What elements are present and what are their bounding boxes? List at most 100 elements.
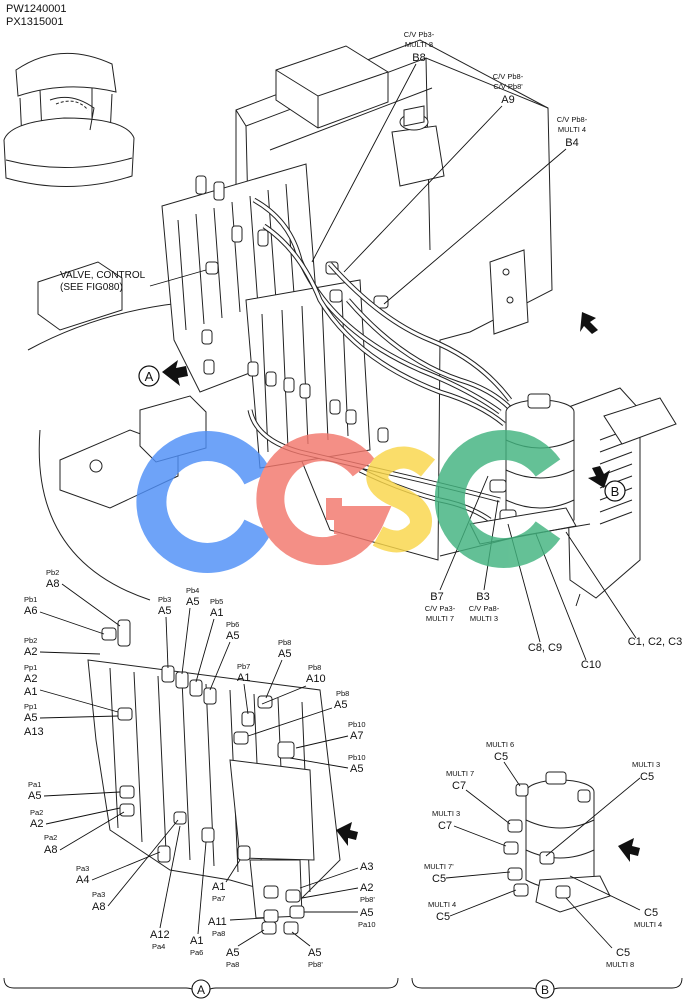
view-a-top-9-port: Pb10 xyxy=(348,720,366,729)
callout-c10: C10 xyxy=(581,659,601,671)
view-a-label-6-port: Pp1 xyxy=(24,702,37,711)
view-a-bottom-1-code: A12 xyxy=(150,929,170,941)
valve-control-label: VALVE, CONTROL xyxy=(60,270,146,281)
view-b-label-2-code: C7 xyxy=(452,780,466,792)
view-b-label-6-code: C5 xyxy=(640,771,654,783)
view-a-section-label: A xyxy=(197,983,205,997)
view-a-detail: Pb2 A8 Pb1 A6 Pb2 A2 Pp1 A2 A1 Pp1 A5 A1… xyxy=(24,568,376,969)
callout-b4: B4 xyxy=(565,137,578,149)
view-b-marker xyxy=(604,480,626,502)
view-b-label-3-code: C7 xyxy=(438,820,452,832)
view-a-top-3-port: Pb5 xyxy=(210,597,223,606)
view-a-label-9-port: Pa2 xyxy=(30,808,43,817)
view-a-label-4-code: A2 xyxy=(24,673,37,685)
view-a-bottom-3-code: A1 xyxy=(212,881,225,893)
callout-b3: B3 xyxy=(476,591,489,603)
view-a-label-12-code: A8 xyxy=(92,901,105,913)
view-b-label-6-port: MULTI 3 xyxy=(632,760,660,769)
callout-c8-c9: C8, C9 xyxy=(528,642,562,654)
view-b-label-3-port: MULTI 3 xyxy=(432,809,460,818)
view-a-label-9-code: A2 xyxy=(30,818,43,830)
view-a-top-7-port: Pb8 xyxy=(308,663,321,672)
view-a-label-6-code: A5 xyxy=(24,712,37,724)
view-a-top-6-code: A1 xyxy=(237,672,250,684)
view-a-bottom-9-port: Pa10 xyxy=(358,920,376,929)
view-a-bottom-8-code: A2 xyxy=(360,882,373,894)
view-a-bottom-9-code: A5 xyxy=(360,907,373,919)
model-code-1: PW1240001 xyxy=(6,3,67,15)
view-b-label-7-code: C5 xyxy=(644,907,658,919)
view-a-label-4-port: Pp1 xyxy=(24,663,37,672)
view-a-bottom-2-code: A1 xyxy=(190,935,203,947)
view-a-bottom-2-port: Pa6 xyxy=(190,948,203,957)
view-a-marker xyxy=(138,365,160,387)
view-a-bottom-4-port: Pa8 xyxy=(212,929,225,938)
callout-b8-desc-1: C/V Pb3- xyxy=(404,30,435,39)
callout-b4-desc-1: C/V Pb8- xyxy=(557,115,588,124)
view-a-bottom-4-code: A11 xyxy=(208,916,227,928)
view-a-bottom-8-port: Pb8' xyxy=(360,895,375,904)
view-a-bottom-5-port: Pa8 xyxy=(226,960,239,969)
main-assembly-view: A B VALVE, CONTROL (SEE FIG080) C/V Pb3-… xyxy=(27,30,682,671)
view-a-arrow-icon xyxy=(162,360,188,386)
callout-b3-desc-2: MULTI 3 xyxy=(470,614,498,623)
model-code-2: PX1315001 xyxy=(6,16,64,28)
view-a-top-9-code: A7 xyxy=(350,730,363,742)
view-b-direction-arrow-icon xyxy=(618,838,640,862)
view-a-top-4-code: A5 xyxy=(226,630,239,642)
callout-a9-desc-1: C/V Pb8- xyxy=(493,72,524,81)
view-a-top-5-port: Pb8 xyxy=(278,638,291,647)
view-a-label-2-port: Pb1 xyxy=(24,595,37,604)
view-a-top-4-port: Pb6 xyxy=(226,620,239,629)
view-a-bottom-7-code: A3 xyxy=(360,861,373,873)
view-a-top-5-code: A5 xyxy=(278,648,291,660)
view-a-label-12-port: Pa3 xyxy=(92,890,105,899)
view-b-label-5-port: MULTI 4 xyxy=(428,900,456,909)
view-b-detail: MULTI 6 C5 MULTI 7 C7 MULTI 3 C7 MULTI 7… xyxy=(424,740,662,969)
watermark-logo xyxy=(136,430,561,573)
view-a-direction-arrow-icon xyxy=(336,822,358,846)
view-a-bottom-6-code: A5 xyxy=(308,947,321,959)
view-a-label-3-code: A2 xyxy=(24,646,37,658)
direction-arrow-icon xyxy=(580,312,598,334)
callout-b3-desc-1: C/V Pa8- xyxy=(469,604,500,613)
view-a-label-1-port: Pb2 xyxy=(46,568,59,577)
valve-control-ref: (SEE FIG080) xyxy=(60,282,123,293)
view-a-section-marker xyxy=(191,979,211,999)
callout-b7-desc-2: MULTI 7 xyxy=(426,614,454,623)
callout-b4-desc-2: MULTI 4 xyxy=(558,125,586,134)
view-a-label-11-port: Pa3 xyxy=(76,864,89,873)
watermark-letter-g xyxy=(256,433,392,566)
view-a-label-5-code: A1 xyxy=(24,686,37,698)
view-a-top-10-code: A5 xyxy=(350,763,363,775)
callout-b8: B8 xyxy=(412,52,425,64)
view-b-label-4-code: C5 xyxy=(432,873,446,885)
view-b-arrow-icon xyxy=(588,466,610,488)
callout-b7-desc-1: C/V Pa3- xyxy=(425,604,456,613)
view-a-label-11-code: A4 xyxy=(76,874,89,886)
view-a-label-1-code: A8 xyxy=(46,578,59,590)
view-b-label-8-port: MULTI 8 xyxy=(606,960,634,969)
view-a-top-1-port: Pb3 xyxy=(158,595,171,604)
callout-b8-desc-2: MULTI 8 xyxy=(405,40,433,49)
watermark-letter-c1 xyxy=(136,431,272,573)
view-b-label-5-code: C5 xyxy=(436,911,450,923)
view-a-label-10-port: Pa2 xyxy=(44,833,57,842)
view-a-top-8-code: A5 xyxy=(334,699,347,711)
callout-a9-desc-2: C/V Pb8' xyxy=(493,82,523,91)
view-b-section-label: B xyxy=(541,983,549,997)
view-a-top-1-code: A5 xyxy=(158,605,171,617)
view-a-label-8-port: Pa1 xyxy=(28,780,41,789)
view-a-top-2-code: A5 xyxy=(186,596,199,608)
view-b-label-2-port: MULTI 7 xyxy=(446,769,474,778)
view-a-top-10-port: Pb10 xyxy=(348,753,366,762)
view-a-label-10-code: A8 xyxy=(44,844,57,856)
watermark-letter-s xyxy=(366,446,436,553)
view-a-marker-label: A xyxy=(145,369,154,384)
view-a-bottom-3-port: Pa7 xyxy=(212,894,225,903)
machine-thumbnail xyxy=(3,52,135,187)
callout-a9: A9 xyxy=(501,94,514,106)
view-a-bottom-1-port: Pa4 xyxy=(152,942,165,951)
